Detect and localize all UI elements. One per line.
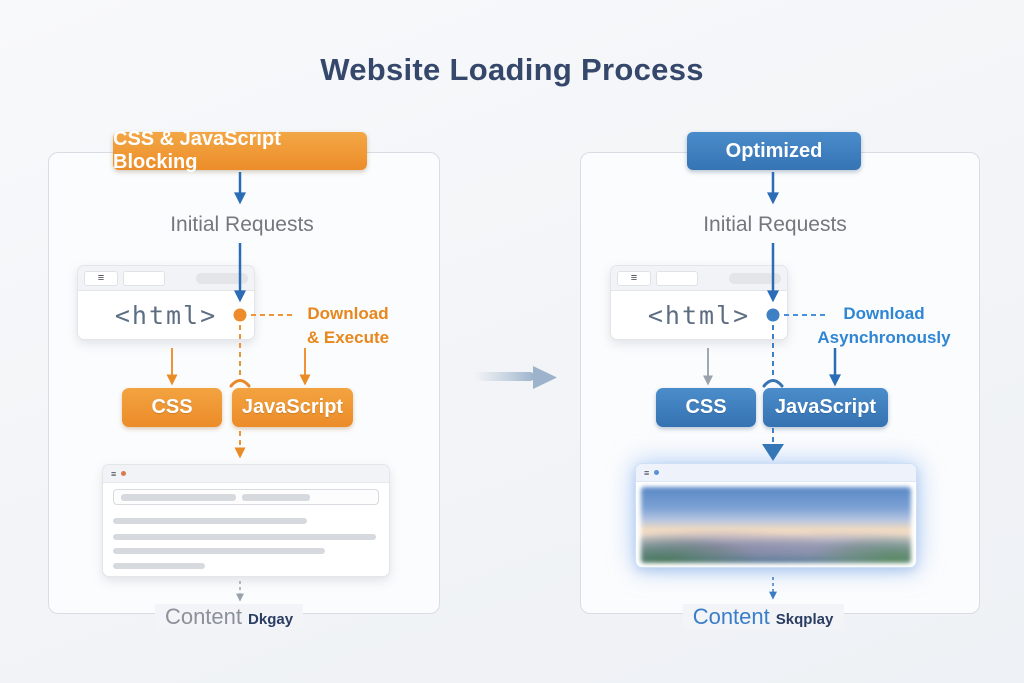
browser-toolbar: ≡ [611, 266, 787, 291]
browser-tab [196, 272, 248, 284]
browser-window-content-left: ≡ [102, 464, 390, 577]
skeleton-line [113, 518, 308, 524]
address-bar [656, 270, 698, 286]
menu-icon: ≡ [111, 468, 117, 479]
css-box-left: CSS [122, 388, 222, 427]
footer-word-content: Content [692, 604, 770, 629]
note-line-1: Download [843, 304, 925, 323]
skeleton-pill [242, 493, 310, 501]
browser-window-html-left: ≡ <html> [77, 265, 255, 340]
skeleton-header-bar [113, 489, 379, 505]
javascript-box-left: JavaScript [232, 388, 353, 427]
landscape-image [641, 487, 911, 563]
note-line-2: & Execute [306, 328, 390, 347]
badge-blocking: CSS & JavaScript Blocking [113, 128, 367, 173]
skeleton-pill [121, 493, 236, 501]
browser-toolbar: ≡ [103, 465, 389, 483]
transition-arrow [474, 366, 557, 389]
browser-tab [729, 272, 781, 284]
page-title: Website Loading Process [320, 52, 704, 87]
note-download-async: Download Asynchronously [810, 302, 958, 350]
footer-word-display: Dkgay [248, 611, 294, 628]
browser-toolbar: ≡ [78, 266, 254, 291]
menu-icon: ≡ [84, 270, 118, 286]
html-tag-label: <html> [647, 300, 751, 330]
footer-content-display-right: Content Skqplay [682, 604, 844, 630]
browser-window-content-right: ≡ [635, 463, 917, 568]
step-initial-requests-right: Initial Requests [703, 213, 847, 236]
window-dot-icon [121, 471, 127, 476]
footer-content-display-left: Content Dkgay [154, 604, 304, 630]
badge-optimized: Optimized [687, 132, 861, 170]
html-tag-label: <html> [114, 300, 218, 330]
note-download-execute: Download & Execute [296, 302, 400, 350]
skeleton-line [113, 563, 205, 569]
menu-icon: ≡ [644, 467, 650, 478]
css-box-right: CSS [656, 388, 756, 427]
note-line-1: Download [307, 304, 389, 323]
note-line-2: Asynchronously [817, 328, 951, 347]
browser-toolbar: ≡ [636, 464, 916, 482]
footer-word-display: Skqplay [775, 611, 834, 628]
footer-word-content: Content [164, 604, 243, 629]
window-dot-icon [654, 470, 660, 475]
browser-window-html-right: ≡ <html> [610, 265, 788, 340]
skeleton-line [113, 534, 377, 540]
skeleton-line [113, 548, 325, 554]
step-initial-requests-left: Initial Requests [170, 213, 314, 236]
menu-icon: ≡ [617, 270, 651, 286]
javascript-box-right: JavaScript [763, 388, 888, 427]
address-bar [123, 270, 165, 286]
